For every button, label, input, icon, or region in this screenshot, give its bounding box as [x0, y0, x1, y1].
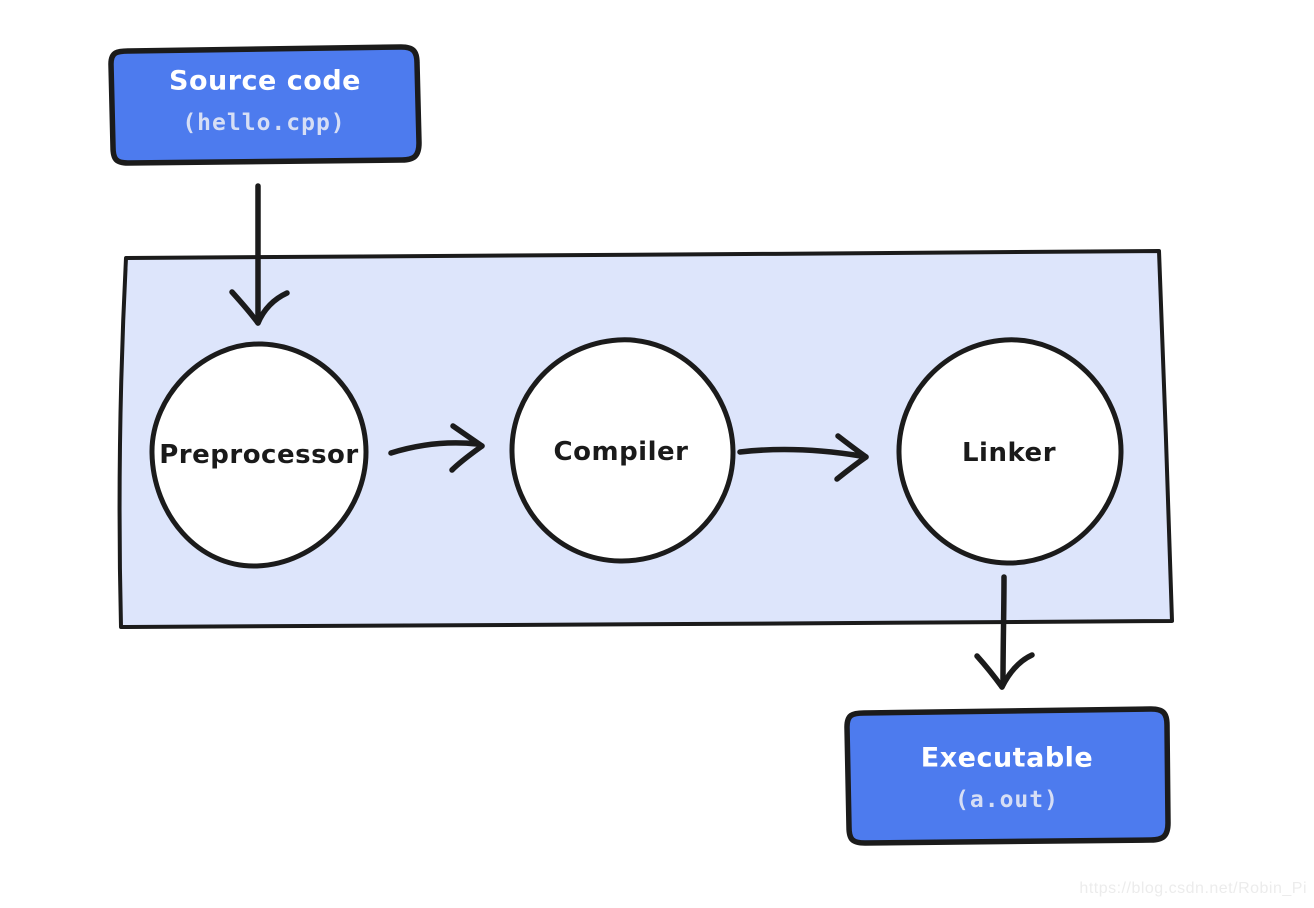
source-box-subtitle: (hello.cpp): [182, 110, 346, 136]
stage-label-compiler: Compiler: [553, 437, 689, 467]
arrow-compiler-to-linker: [737, 433, 869, 482]
source-box-shape: [108, 44, 422, 166]
preprocessor-circle: [149, 341, 369, 569]
compiler-circle: [509, 337, 736, 564]
arrow-source-to-preprocessor: [229, 183, 290, 326]
executable-box-subtitle: (a.out): [955, 787, 1059, 813]
arrow-linker-to-executable: [974, 574, 1035, 690]
watermark-text: https://blog.csdn.net/Robin_Pi: [1079, 880, 1307, 897]
executable-box-title: Executable: [920, 742, 1094, 774]
stage-label-preprocessor: Preprocessor: [159, 440, 359, 470]
source-box-title: Source code: [169, 65, 361, 97]
executable-box-shape: [844, 706, 1171, 846]
stage-label-linker: Linker: [961, 438, 1057, 468]
linker-circle: [896, 337, 1124, 566]
arrow-preprocessor-to-compiler: [388, 423, 485, 473]
